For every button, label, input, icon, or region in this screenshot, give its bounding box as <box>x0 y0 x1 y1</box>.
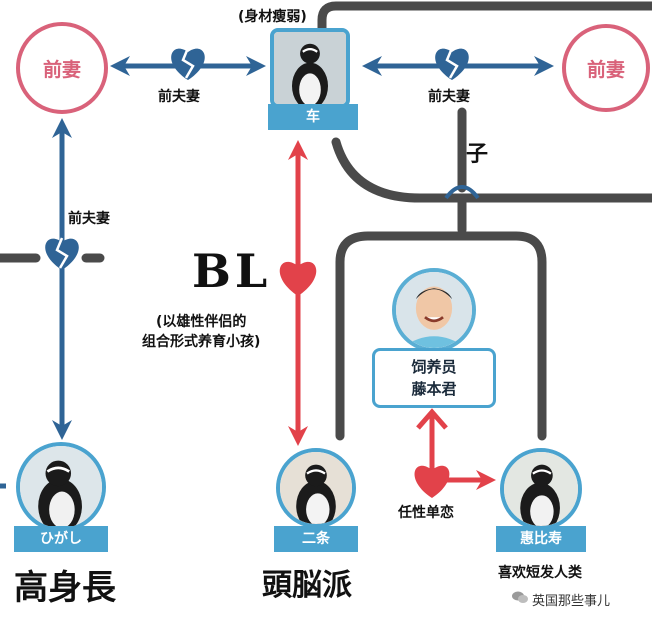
nijo-photo <box>276 448 356 528</box>
kuruma-photo <box>270 28 350 108</box>
nijo-tag: 二条 <box>274 526 358 552</box>
ex-wife-right-node: 前妻 <box>562 24 650 112</box>
higashi-trait: 高身長 <box>14 560 116 609</box>
heart-icon <box>280 262 317 296</box>
avatar <box>396 272 472 348</box>
child-mark: 子 <box>466 136 488 168</box>
penguin-icon <box>280 452 352 524</box>
broken-heart-icon <box>45 238 79 270</box>
keeper-photo <box>392 268 476 352</box>
penguin-icon <box>504 452 578 526</box>
keeper-name: 藤本君 <box>375 378 493 400</box>
penguin-icon <box>20 446 102 528</box>
bl-mark: BL <box>192 244 271 298</box>
edge-label-ex-right: 前夫妻 <box>428 86 470 106</box>
ex-wife-right-label: 前妻 <box>587 55 625 82</box>
kuruma-note: (身材瘦弱) <box>238 6 307 26</box>
heart-icon <box>415 466 450 498</box>
kuruma-tag: 车 <box>268 104 358 130</box>
ebisu-photo <box>500 448 582 530</box>
watermark: 英国那些事儿 <box>512 590 610 609</box>
ebisu-tag: 惠比寿 <box>496 526 586 552</box>
ex-wife-left-label: 前妻 <box>43 55 81 82</box>
keeper-box: 饲养员 藤本君 <box>372 348 496 408</box>
edge-label-one-sided-love: 任性单恋 <box>398 502 454 522</box>
bl-note-line-1: (以雄性伴侣的 <box>142 312 260 332</box>
ebisu-trait: 喜欢短发人类 <box>498 562 582 582</box>
bl-note: (以雄性伴侣的 组合形式养育小孩) <box>142 312 260 352</box>
broken-heart-icon <box>171 48 205 80</box>
bl-note-line-2: 组合形式养育小孩) <box>142 332 260 352</box>
penguin-icon <box>274 32 346 104</box>
edge-label-ex-left: 前夫妻 <box>158 86 200 106</box>
broken-heart-icon <box>435 48 469 80</box>
higashi-tag: ひがし <box>14 526 108 552</box>
keeper-role: 饲养员 <box>375 356 493 378</box>
chat-bubble-icon <box>512 591 528 608</box>
ex-wife-left-node: 前妻 <box>16 22 108 114</box>
nijo-trait: 頭脳派 <box>262 560 352 604</box>
edge-label-ex-vertical: 前夫妻 <box>68 208 110 228</box>
watermark-text: 英国那些事儿 <box>532 590 610 609</box>
higashi-photo <box>16 442 106 532</box>
